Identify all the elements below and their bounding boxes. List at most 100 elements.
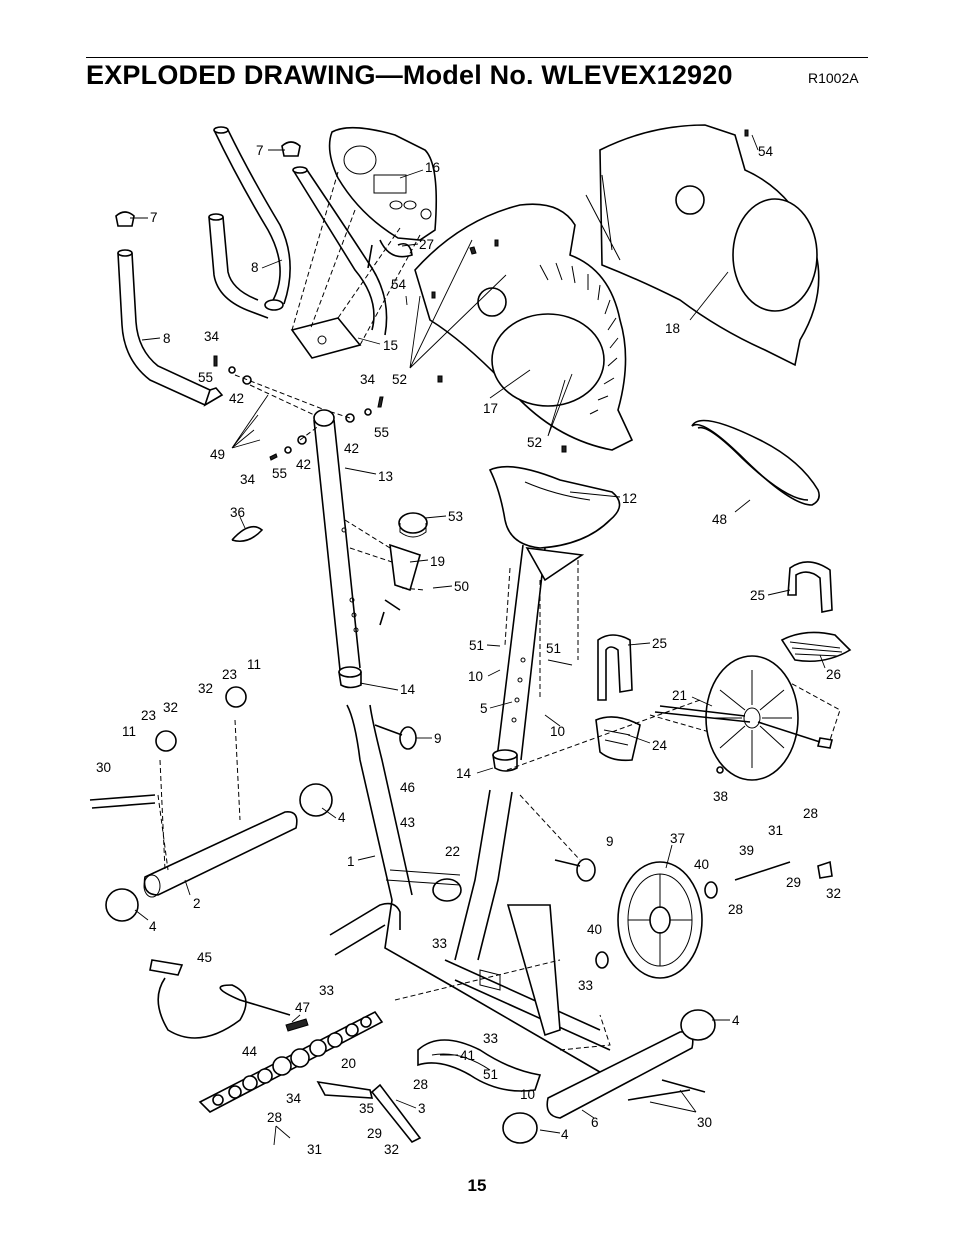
callout: 29 xyxy=(367,1126,382,1141)
crank-arm xyxy=(316,1080,422,1144)
endcap-icon xyxy=(115,141,301,227)
callout: 32 xyxy=(384,1142,399,1157)
callout: 52 xyxy=(527,435,542,450)
callout: 22 xyxy=(445,844,460,859)
callout: 3 xyxy=(418,1101,426,1116)
bearing-kit xyxy=(198,1010,384,1113)
callout: 5 xyxy=(480,701,488,716)
callout: 41 xyxy=(460,1048,475,1063)
tension-cable xyxy=(149,959,309,1039)
header-rule xyxy=(86,57,868,58)
callout: 14 xyxy=(456,766,472,781)
bolt-icon xyxy=(716,766,724,774)
callout: 42 xyxy=(296,457,311,472)
flywheel xyxy=(617,861,703,979)
bolt-icon xyxy=(89,794,156,809)
seat-post xyxy=(496,544,585,761)
callout: 45 xyxy=(197,950,212,965)
page-number: 15 xyxy=(467,1176,487,1195)
rear-stabilizer xyxy=(502,1009,716,1144)
handlebar-right xyxy=(208,126,291,319)
callout: 29 xyxy=(786,875,801,890)
callout: 30 xyxy=(96,760,111,775)
front-stabilizer xyxy=(105,783,333,922)
callout: 54 xyxy=(391,277,407,292)
callout: 28 xyxy=(413,1077,428,1092)
callout: 9 xyxy=(434,731,442,746)
callout: 55 xyxy=(198,370,213,385)
callout: 9 xyxy=(606,834,614,849)
bearing-icon xyxy=(704,881,718,899)
seat xyxy=(488,465,621,549)
callout: 33 xyxy=(578,978,593,993)
callout: 30 xyxy=(697,1115,712,1130)
callout: 44 xyxy=(242,1044,258,1059)
callout: 52 xyxy=(392,372,407,387)
callout: 48 xyxy=(712,512,727,527)
callout: 7 xyxy=(150,210,158,225)
callout: 47 xyxy=(295,1000,310,1015)
callout: 32 xyxy=(826,886,841,901)
callout: 33 xyxy=(319,983,334,998)
callout: 4 xyxy=(732,1013,740,1028)
callout: 11 xyxy=(247,657,261,672)
callout: 42 xyxy=(344,441,359,456)
drawing-code: R1002A xyxy=(808,70,859,86)
callout: 34 xyxy=(240,472,256,487)
callout: 51 xyxy=(546,641,561,656)
bolts xyxy=(213,355,384,461)
callout: 4 xyxy=(338,810,346,825)
console xyxy=(328,126,438,241)
upright-tube xyxy=(313,409,361,671)
callout: 40 xyxy=(694,857,709,872)
callout: 32 xyxy=(198,681,213,696)
callout: 50 xyxy=(454,579,469,594)
bearing-icon xyxy=(595,951,609,969)
callout: 53 xyxy=(448,509,463,524)
screw-icon xyxy=(744,129,749,137)
pedal-strap xyxy=(597,561,833,701)
right-shroud xyxy=(585,124,820,367)
callout: 23 xyxy=(222,667,237,682)
callout: 43 xyxy=(400,815,415,830)
wire xyxy=(231,525,264,543)
callout: 28 xyxy=(803,806,818,821)
callout: 11 xyxy=(122,724,136,739)
screw-icon xyxy=(431,239,567,453)
callout: 32 xyxy=(163,700,178,715)
callout: 25 xyxy=(750,588,765,603)
handlebar-rear xyxy=(292,166,388,336)
callout: 40 xyxy=(587,922,602,937)
callout: 4 xyxy=(149,919,157,934)
callout: 2 xyxy=(193,896,201,911)
callout: 14 xyxy=(400,682,416,697)
callout: 26 xyxy=(826,667,841,682)
callout: 54 xyxy=(758,144,774,159)
callout: 17 xyxy=(483,401,498,416)
crank-pulley xyxy=(654,655,833,781)
callout: 28 xyxy=(728,902,743,917)
callout: 31 xyxy=(307,1142,322,1157)
callout: 10 xyxy=(550,724,565,739)
callout: 15 xyxy=(383,338,398,353)
wheel-icon xyxy=(155,686,247,752)
callout: 27 xyxy=(419,237,434,252)
callout: 28 xyxy=(267,1110,282,1125)
callout: 23 xyxy=(141,708,156,723)
callout: 21 xyxy=(672,688,687,703)
callout: 55 xyxy=(374,425,389,440)
callout: 18 xyxy=(665,321,680,336)
callout: 20 xyxy=(341,1056,356,1071)
callout: 31 xyxy=(768,823,783,838)
pedal xyxy=(595,631,852,762)
sleeve-icon xyxy=(338,666,518,772)
page-title: EXPLODED DRAWING—Model No. WLEVEX12920 xyxy=(86,60,733,90)
callout: 16 xyxy=(425,160,440,175)
callout: 35 xyxy=(359,1101,374,1116)
callout: 13 xyxy=(378,469,393,484)
callout: 8 xyxy=(251,260,259,275)
callout: 8 xyxy=(163,331,171,346)
callout: 55 xyxy=(272,466,287,481)
callout: 10 xyxy=(520,1087,535,1102)
